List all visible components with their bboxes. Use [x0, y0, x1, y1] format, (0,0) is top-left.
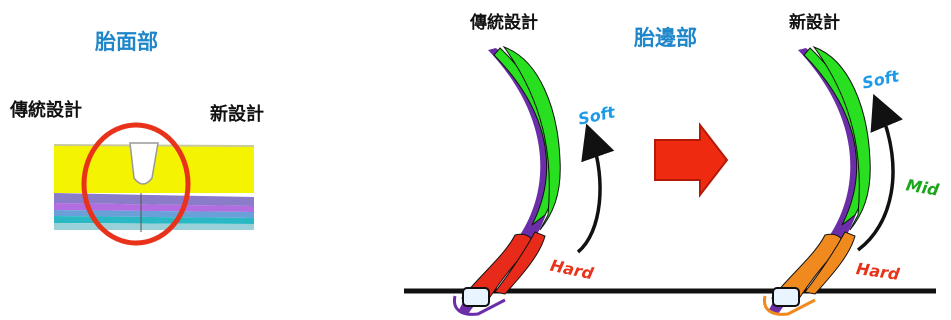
tread-old-label: 傳統設計: [10, 100, 82, 121]
highlight-circle: [81, 122, 191, 246]
tread-new-label: 新設計: [210, 104, 264, 125]
right-arrow-icon: [654, 122, 729, 198]
sidewall-new-label: 新設計: [789, 13, 840, 33]
tread-cross-section: [53, 142, 255, 232]
curved-arrow-icon: [856, 93, 903, 252]
old-sidewall-profile: [452, 45, 561, 316]
sidewall-old-label: 傳統設計: [470, 13, 538, 33]
new-sidewall-profile: [762, 45, 871, 316]
sidewall-title: 胎邊部: [634, 26, 697, 50]
tread-title: 胎面部: [95, 30, 158, 54]
curved-arrow-icon: [576, 123, 615, 254]
